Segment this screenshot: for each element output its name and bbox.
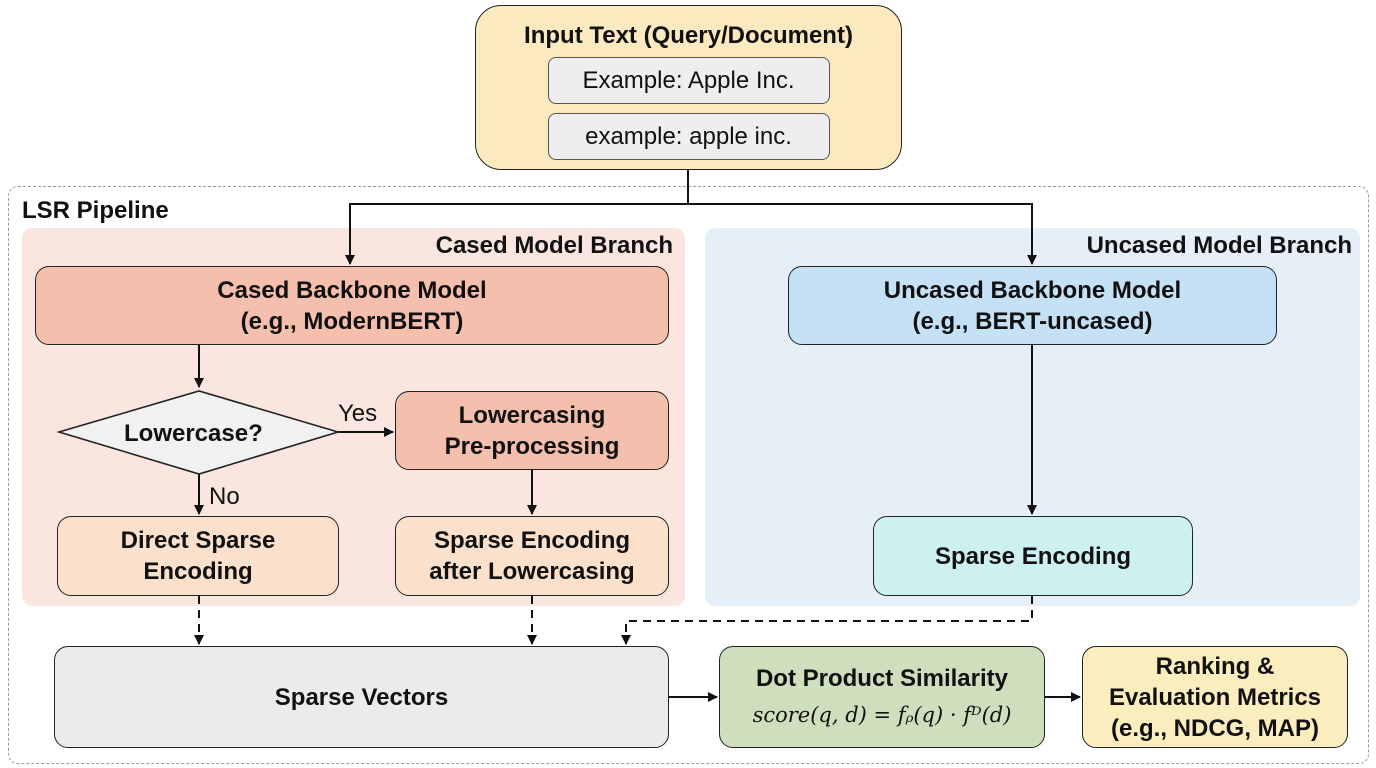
- node-line: Lowercasing: [458, 401, 606, 429]
- node-line: Ranking &: [1155, 652, 1275, 680]
- yes-label: Yes: [338, 400, 378, 427]
- similarity-formula: score(q, d) = fᵨ(q) · fᴰ(d): [752, 703, 1012, 727]
- node-line: Sparse Encoding: [934, 542, 1132, 570]
- node-line: Sparse Encoding: [433, 527, 631, 554]
- decision-diamond: [56, 390, 341, 475]
- node-line: Cased Backbone Model: [217, 276, 487, 304]
- sparse-vectors-node: Sparse Vectors: [54, 646, 669, 748]
- node-line: Encoding: [143, 558, 253, 585]
- decision-label: Lowercase?: [124, 420, 263, 447]
- node-line: Sparse Vectors: [274, 683, 449, 711]
- uncased-branch-title: Uncased Model Branch: [1086, 232, 1352, 259]
- node-line: (e.g., ModernBERT): [240, 307, 464, 335]
- dot-product-similarity-node: Dot Product Similarity score(q, d) = fᵨ(…: [719, 646, 1045, 748]
- node-line: Direct Sparse: [120, 527, 276, 554]
- uncased-sparse-encoding-node: Sparse Encoding: [873, 516, 1193, 596]
- uncased-backbone-node: Uncased Backbone Model (e.g., BERT-uncas…: [788, 266, 1277, 345]
- dashed-arrow-uncased: [621, 596, 1033, 645]
- arrow-input-uncased: [688, 203, 1037, 265]
- input-text-box: Input Text (Query/Document) Example: App…: [475, 5, 902, 170]
- node-line: Pre-processing: [444, 432, 620, 460]
- lowercasing-preprocessing-node: Lowercasing Pre-processing: [395, 391, 669, 470]
- node-line: Dot Product Similarity: [755, 665, 1009, 692]
- node-line: (e.g., NDCG, MAP): [1111, 714, 1319, 742]
- node-line: after Lowercasing: [429, 558, 635, 585]
- ranking-evaluation-node: Ranking & Evaluation Metrics (e.g., NDCG…: [1082, 646, 1348, 748]
- direct-sparse-encoding-node: Direct Sparse Encoding: [57, 516, 339, 596]
- pipeline-title: LSR Pipeline: [22, 197, 169, 224]
- arrow-input-split: [345, 170, 689, 265]
- node-line: Evaluation Metrics: [1108, 683, 1322, 711]
- cased-backbone-node: Cased Backbone Model (e.g., ModernBERT): [35, 266, 669, 345]
- node-line: Uncased Backbone Model: [883, 276, 1182, 304]
- example-lowercased: example: apple inc.: [547, 113, 830, 160]
- input-title: Input Text (Query/Document): [524, 22, 853, 49]
- cased-branch-title: Cased Model Branch: [435, 232, 673, 259]
- sparse-encoding-after-lowercasing-node: Sparse Encoding after Lowercasing: [395, 516, 669, 596]
- node-line: (e.g., BERT-uncased): [912, 307, 1153, 335]
- example-cased: Example: Apple Inc.: [547, 57, 830, 104]
- no-label: No: [209, 483, 240, 510]
